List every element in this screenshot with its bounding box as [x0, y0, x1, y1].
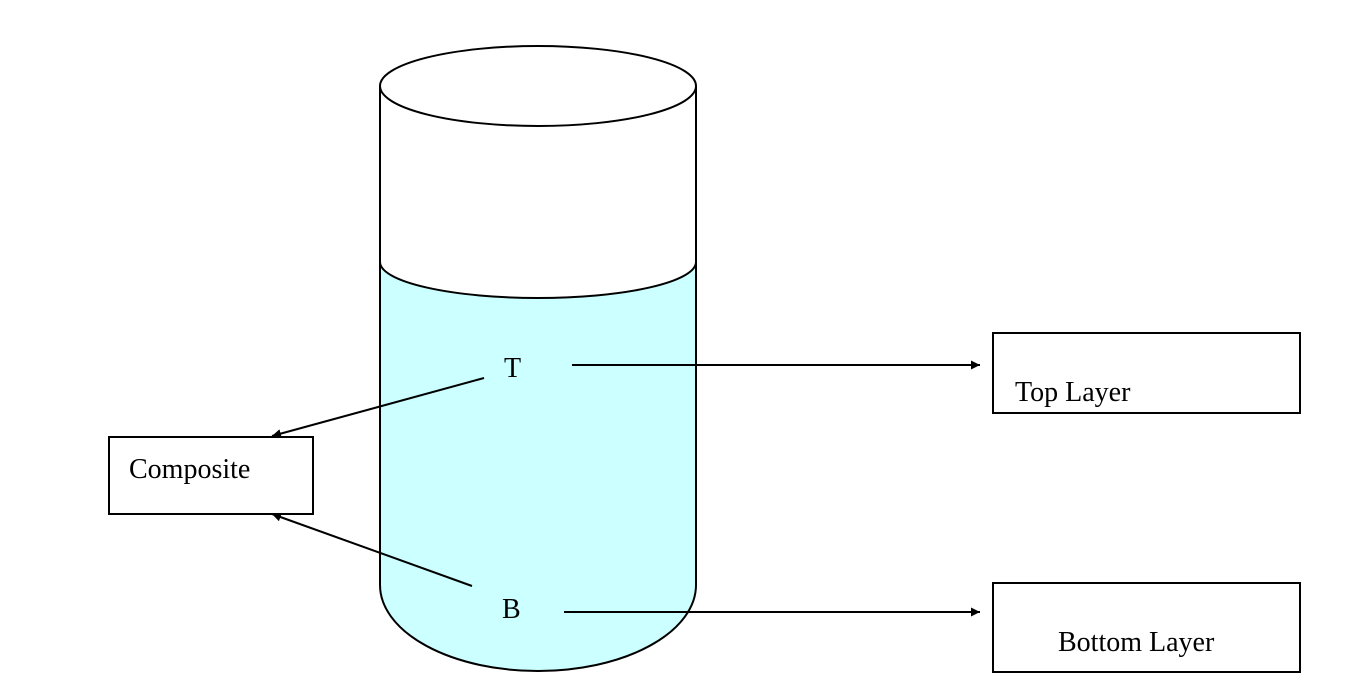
top-layer-label: Top Layer [1015, 377, 1131, 408]
composite-label: Composite [129, 454, 250, 485]
top-layer-box: Top Layer [992, 332, 1301, 414]
sample-point-top-label: T [504, 353, 521, 384]
tank [379, 45, 697, 672]
tank-bottom [379, 584, 697, 672]
sample-point-bottom-label: B [502, 594, 521, 625]
liquid-fill [380, 262, 696, 671]
tank-top-rim [379, 45, 697, 127]
liquid-surface [379, 261, 697, 299]
bottom-layer-label: Bottom Layer [1058, 627, 1215, 658]
bottom-layer-box: Bottom Layer [992, 582, 1301, 673]
arrow-top-to-composite [271, 377, 485, 438]
composite-box: Composite [108, 436, 314, 515]
arrow-bottom-to-composite [271, 512, 473, 587]
